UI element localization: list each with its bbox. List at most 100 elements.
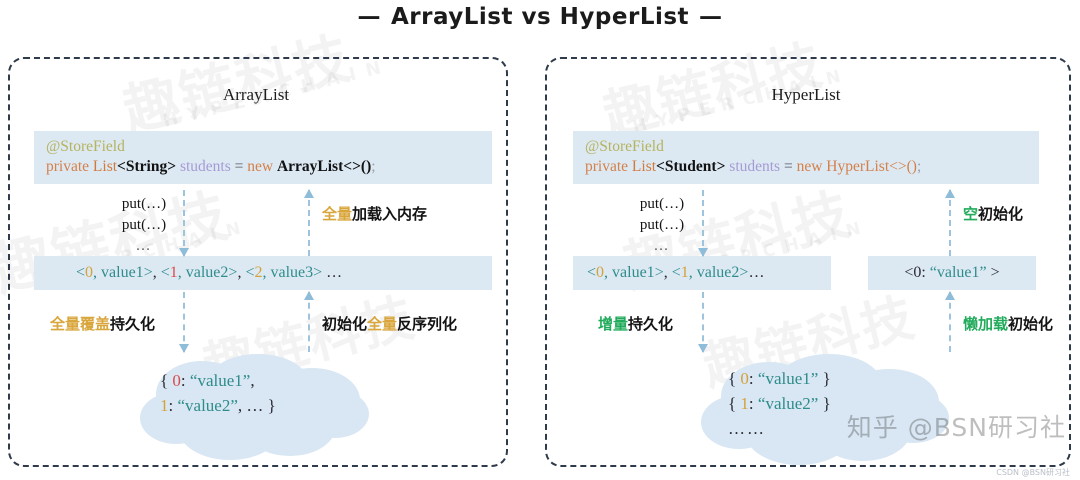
- brace-close: }: [818, 369, 831, 388]
- map-key-1: 1: [160, 396, 169, 415]
- single-entry-close: >: [986, 264, 1000, 281]
- arrow-head-down-icon: [698, 248, 708, 257]
- map-sep: :: [168, 396, 178, 415]
- class-hyperlist: HyperList<>(): [826, 158, 917, 175]
- arrow-shaft: [702, 190, 704, 256]
- page-title: —ArrayList vs HyperList—: [0, 4, 1080, 30]
- arrow-head-up-icon: [304, 189, 314, 198]
- bracket-close-1: >: [143, 264, 153, 281]
- label-rest: 加载入内存: [352, 205, 428, 223]
- csdn-watermark: CSDN @BSN研习社: [996, 468, 1070, 477]
- arrow-shaft: [308, 190, 310, 256]
- entry-key-1: 1: [169, 264, 178, 281]
- label-rest: 持久化: [628, 315, 674, 333]
- entry-tail: …: [322, 264, 343, 281]
- arrow-head-up-icon: [304, 291, 314, 300]
- single-entry-open: <0:: [904, 264, 930, 281]
- map-key-1: 1: [740, 394, 749, 413]
- entry-value-1: value1: [101, 264, 144, 281]
- map-key-0: 0: [740, 369, 749, 388]
- label-full-overwrite-persist: 全量覆盖持久化: [50, 313, 155, 334]
- code-line-annotation: @StoreField: [34, 137, 492, 157]
- title-dash-left: —: [357, 4, 381, 30]
- put-call-ellipsis: …: [135, 238, 153, 254]
- label-highlight: 全量: [322, 205, 353, 223]
- bracket-open-1: <: [76, 264, 86, 281]
- bracket-close-2: >: [739, 264, 749, 281]
- bracket-close-2: >: [228, 264, 238, 281]
- label-init-full-deserialize: 初始化全量反序列化: [322, 313, 457, 334]
- entry-value-2: value2: [696, 264, 740, 281]
- entry-sep-3: ,: [262, 264, 271, 281]
- brace-open: {: [728, 369, 741, 388]
- panel-right-heading: HyperList: [771, 85, 841, 104]
- single-entry-value: “value1”: [929, 264, 987, 281]
- cloud-line-2: { 1: “value2” }: [728, 391, 831, 416]
- label-highlight: 增量: [598, 315, 629, 333]
- arrow-head-down-icon: [179, 344, 189, 353]
- put-call-2: put(…): [121, 217, 167, 233]
- arrow-shaft: [183, 190, 185, 256]
- arrow-head-up-icon: [945, 189, 955, 198]
- label-rest: 初始化: [1008, 315, 1054, 333]
- generic-param: <Student>: [656, 158, 726, 175]
- entry-value-1: value1: [612, 264, 655, 281]
- put-call-1: put(…): [639, 196, 685, 212]
- code-line-declaration: private List<String> students = new Arra…: [34, 157, 492, 177]
- entry-sep-1: ,: [604, 264, 613, 281]
- code-block-hyperlist: @StoreField private List<Student> studen…: [573, 131, 1039, 184]
- semicolon: ;: [916, 158, 922, 175]
- entry-value-2: value2: [185, 264, 229, 281]
- type-list: List: [631, 158, 657, 175]
- entry-key-1: 1: [680, 264, 689, 281]
- cloud-text-left: { 0: “value1”, 1: “value2”, … }: [160, 368, 276, 418]
- bracket-open-2: <: [160, 264, 170, 281]
- label-highlight: 懒加载: [963, 315, 1009, 333]
- generic-param: <String>: [117, 158, 177, 175]
- arrow-shaft: [702, 292, 704, 352]
- cloud-storage-right: [695, 352, 965, 467]
- panel-hyperlist: [545, 57, 1071, 467]
- entry-key-0: 0: [85, 264, 94, 281]
- bracket-open-1: <: [587, 264, 597, 281]
- entry-sep-2: ,: [177, 264, 186, 281]
- entry-comma-2: ,: [237, 264, 246, 281]
- put-calls-left: put(…) put(…) …: [104, 194, 184, 257]
- operator-assign: =: [234, 158, 244, 175]
- entry-comma-1: ,: [663, 264, 672, 281]
- arrow-shaft: [308, 292, 310, 352]
- bracket-close-3: >: [313, 264, 323, 281]
- label-rest: 持久化: [110, 315, 156, 333]
- cloud-line-2: 1: “value2”, … }: [160, 393, 276, 418]
- cloud-storage-left: [130, 352, 380, 464]
- zhihu-watermark: 知乎 @BSN研习社: [846, 413, 1066, 442]
- entry-sep-1: ,: [93, 264, 102, 281]
- entry-key-0: 0: [596, 264, 605, 281]
- map-comma: ,: [250, 371, 255, 390]
- cloud-text-right: { 0: “value1” } { 1: “value2” } ……: [728, 366, 831, 441]
- label-incremental-persist: 增量持久化: [598, 313, 673, 334]
- arrow-down-incremental-persist: [697, 292, 709, 353]
- brace-open: {: [160, 371, 173, 390]
- semicolon: ;: [371, 158, 376, 175]
- cloud-shape-icon: [701, 354, 949, 465]
- put-call-2: put(…): [639, 217, 685, 233]
- entry-value-3: value3: [270, 264, 314, 281]
- label-highlight: 全量覆盖: [50, 315, 111, 333]
- entry-tail: …: [748, 264, 765, 281]
- entry-sep-2: ,: [688, 264, 697, 281]
- map-key-0: 0: [172, 371, 181, 390]
- title-dash-right: —: [699, 4, 723, 30]
- arrow-shaft: [949, 292, 951, 352]
- arrow-shaft: [949, 190, 951, 256]
- label-highlight: 空: [963, 205, 979, 223]
- map-value-1: “value1”: [757, 369, 819, 388]
- value-band-arraylist: <0, value1>, <1, value2>, <2, value3> …: [34, 256, 492, 290]
- value-band-hyperlist: <0, value1>, <1, value2>…: [573, 256, 831, 290]
- brace-close: }: [818, 394, 831, 413]
- map-value-2: “value2”: [177, 396, 238, 415]
- arrow-shaft: [183, 292, 185, 352]
- arrow-up-lazy-init: [944, 291, 956, 352]
- put-calls-right: put(…) put(…) …: [622, 194, 702, 257]
- arrow-up-load-memory-left: [303, 189, 315, 256]
